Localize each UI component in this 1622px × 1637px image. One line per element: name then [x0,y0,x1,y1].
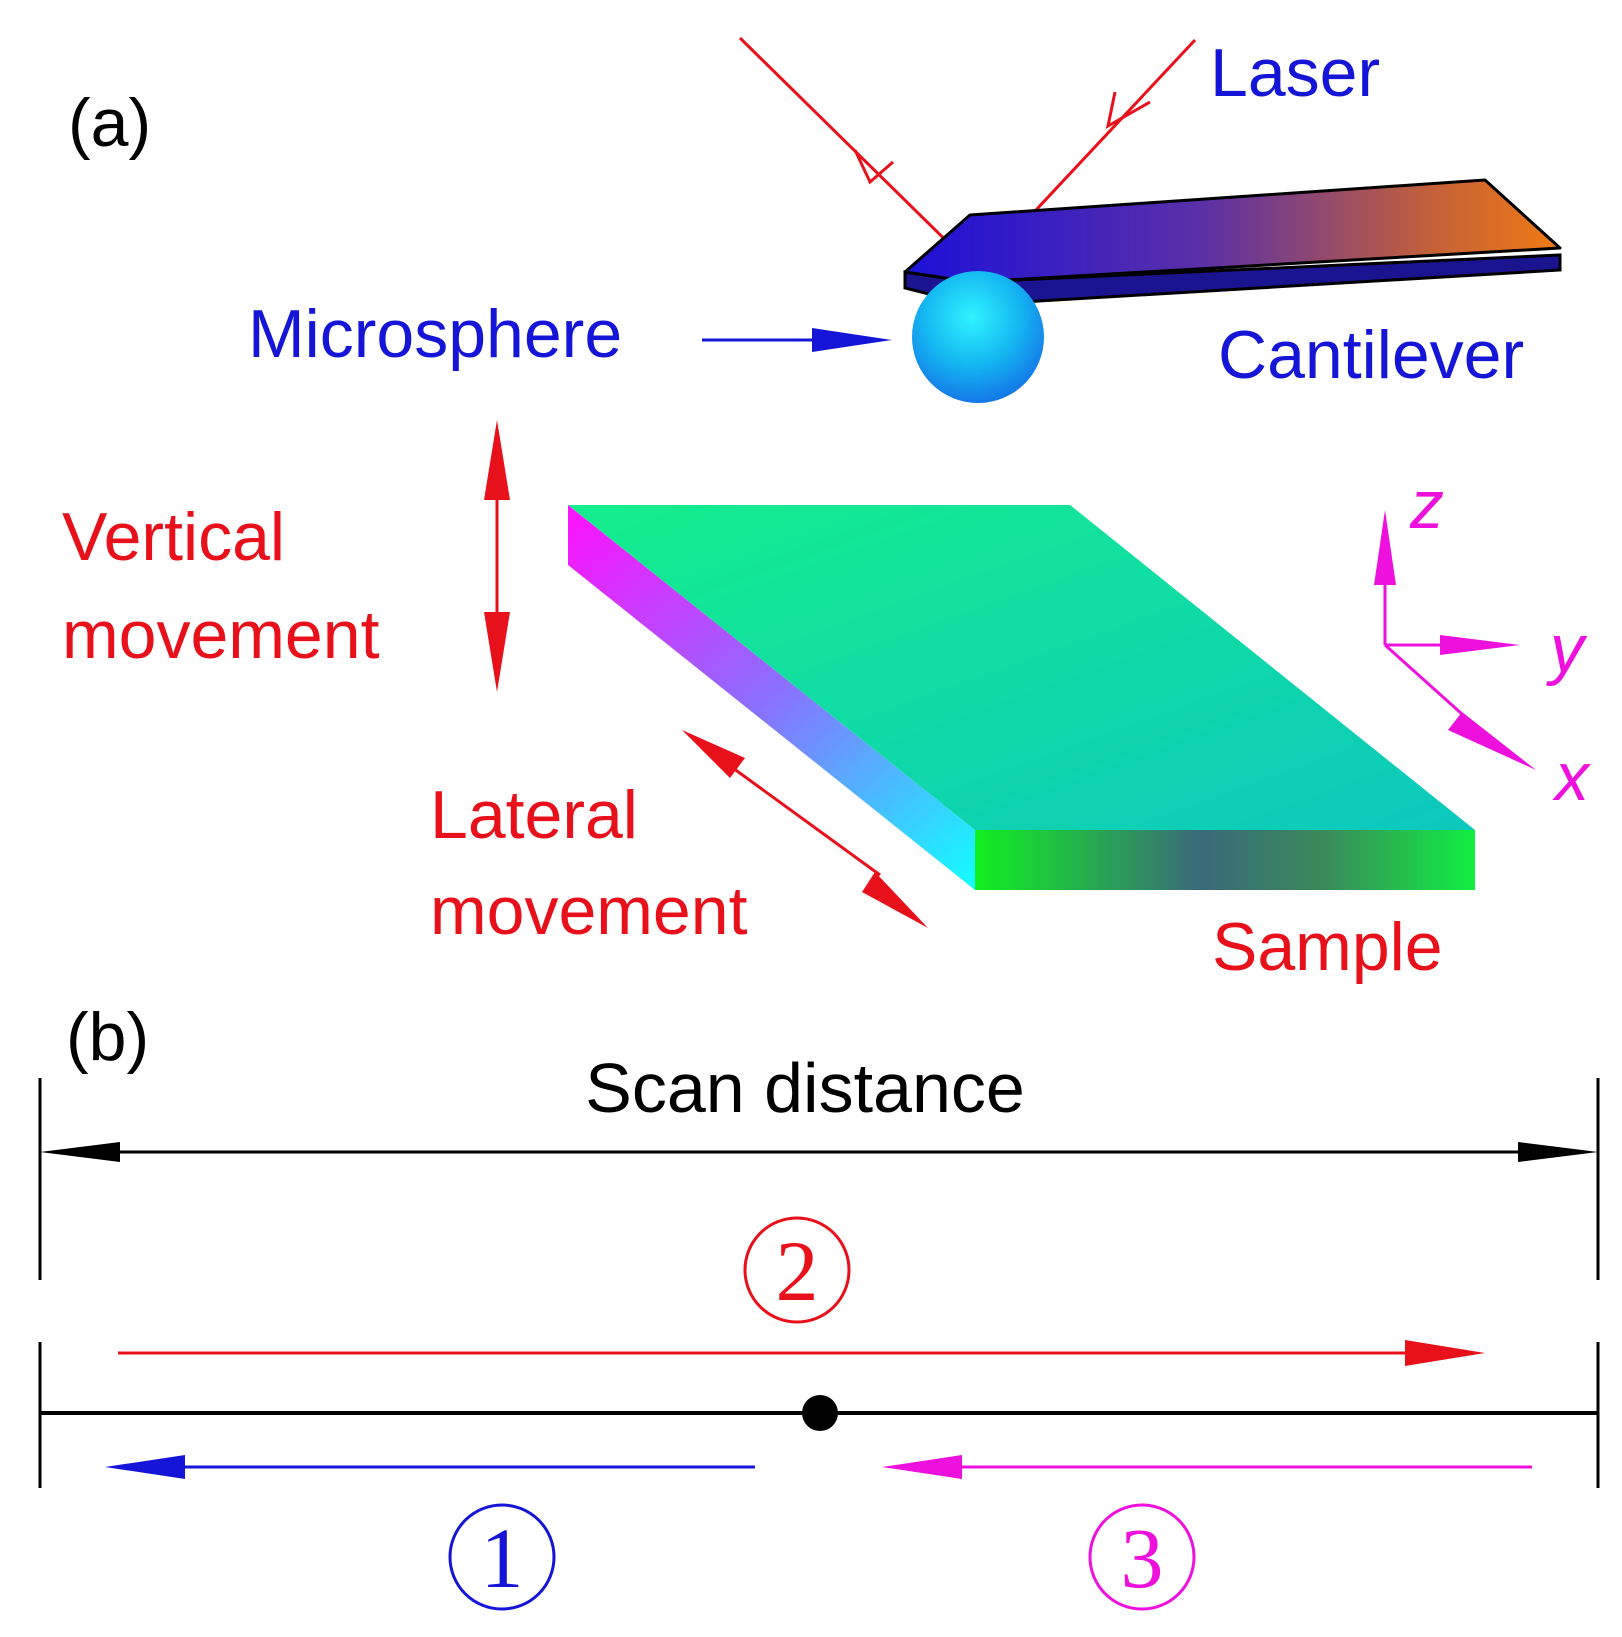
step-1-number: 1 [481,1510,524,1606]
step-1-marker: 1 [448,1503,556,1611]
lateral-movement-label-line1: Lateral [430,777,638,853]
lateral-movement-label-line2: movement [430,873,748,949]
scan-distance-arrow [38,1078,1600,1280]
step-3-number: 3 [1121,1510,1164,1606]
sample-label: Sample [1212,909,1443,985]
sample-slab [568,505,1475,890]
microsphere [912,271,1044,403]
step-1-arrow [105,1455,755,1479]
vertical-movement-label-line1: Vertical [62,499,285,575]
step-3-marker: 3 [1088,1503,1196,1611]
axis-x-label: x [1552,739,1591,815]
panel-a-label: (a) [68,85,151,161]
microsphere-label: Microsphere [248,296,622,372]
step-2-number: 2 [776,1223,819,1319]
axis-y-label: y [1546,611,1588,687]
step-2-marker: 2 [743,1216,851,1324]
vertical-movement-label-line2: movement [62,597,380,673]
coordinate-axes [1374,510,1536,770]
microsphere-pointer-arrow [702,328,892,352]
laser-label: Laser [1210,35,1380,111]
scan-baseline [38,1342,1600,1488]
start-point [802,1395,838,1431]
vertical-movement-arrow [484,420,510,692]
step-3-arrow [882,1455,1532,1479]
cantilever [903,178,1562,307]
axis-z-label: z [1409,467,1444,543]
lateral-movement-arrow [682,730,928,928]
step-2-arrow [118,1340,1485,1366]
cantilever-label: Cantilever [1218,317,1524,393]
panel-b-label: (b) [66,999,149,1075]
scan-distance-label: Scan distance [585,1049,1025,1127]
